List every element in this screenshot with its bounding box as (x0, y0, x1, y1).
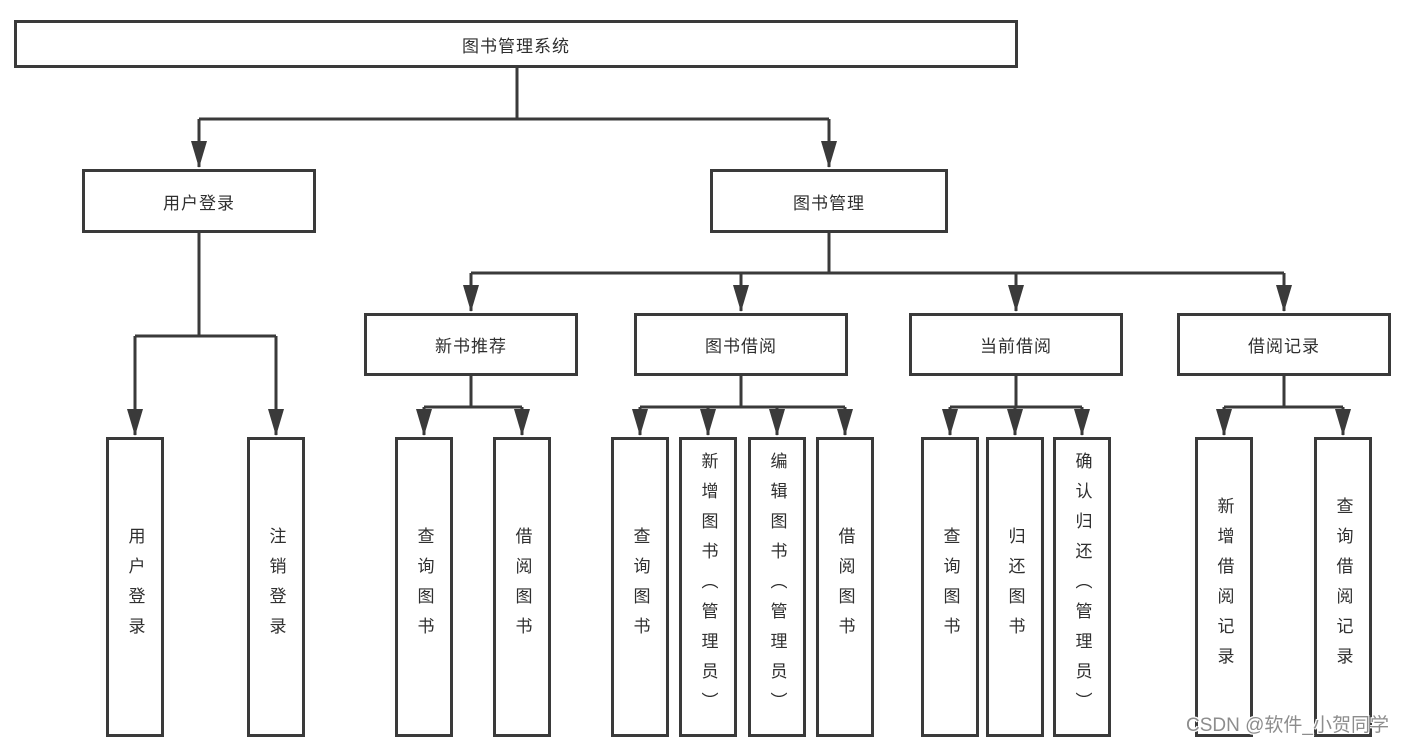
leaf-query-borrow-record: 查询借阅记录 (1314, 437, 1372, 737)
leaf-edit-book-admin-label: 编辑图书（管理员） (767, 452, 787, 722)
node-root: 图书管理系统 (14, 20, 1018, 68)
node-book-borrow: 图书借阅 (634, 313, 848, 376)
node-user-login-label: 用户登录 (163, 193, 235, 213)
node-book-management: 图书管理 (710, 169, 948, 233)
node-borrow-records-label: 借阅记录 (1248, 337, 1320, 356)
leaf-borrow-book-recommend-label: 借阅图书 (512, 527, 532, 647)
leaf-add-borrow-record: 新增借阅记录 (1195, 437, 1253, 737)
leaf-borrow-book-recommend: 借阅图书 (493, 437, 551, 737)
leaf-borrow-book-borrow: 借阅图书 (816, 437, 874, 737)
leaf-add-borrow-record-label: 新增借阅记录 (1214, 497, 1234, 677)
leaf-borrow-book-borrow-label: 借阅图书 (835, 527, 855, 647)
node-book-management-label: 图书管理 (793, 193, 865, 213)
leaf-query-book-recommend: 查询图书 (395, 437, 453, 737)
leaf-query-book-borrow: 查询图书 (611, 437, 669, 737)
leaf-query-book-borrow-label: 查询图书 (630, 527, 650, 647)
leaf-user-login: 用户登录 (106, 437, 164, 737)
leaf-add-book-admin-label: 新增图书（管理员） (698, 452, 718, 722)
node-new-book-recommend-label: 新书推荐 (435, 337, 507, 356)
leaf-user-login-label: 用户登录 (125, 527, 145, 647)
node-borrow-records: 借阅记录 (1177, 313, 1391, 376)
leaf-logout-login: 注销登录 (247, 437, 305, 737)
leaf-return-book: 归还图书 (986, 437, 1044, 737)
leaf-edit-book-admin: 编辑图书（管理员） (748, 437, 806, 737)
leaf-confirm-return-admin-label: 确认归还（管理员） (1072, 452, 1092, 722)
leaf-query-borrow-record-label: 查询借阅记录 (1333, 497, 1353, 677)
leaf-return-book-label: 归还图书 (1005, 527, 1025, 647)
node-current-borrow: 当前借阅 (909, 313, 1123, 376)
leaf-query-book-current: 查询图书 (921, 437, 979, 737)
watermark: CSDN @软件_小贺同学 (1186, 715, 1389, 736)
node-new-book-recommend: 新书推荐 (364, 313, 578, 376)
leaf-confirm-return-admin: 确认归还（管理员） (1053, 437, 1111, 737)
leaf-logout-login-label: 注销登录 (266, 527, 286, 647)
leaf-query-book-current-label: 查询图书 (940, 527, 960, 647)
node-user-login: 用户登录 (82, 169, 316, 233)
node-root-label: 图书管理系统 (462, 36, 570, 56)
node-book-borrow-label: 图书借阅 (705, 337, 777, 356)
leaf-add-book-admin: 新增图书（管理员） (679, 437, 737, 737)
node-current-borrow-label: 当前借阅 (980, 337, 1052, 356)
leaf-query-book-recommend-label: 查询图书 (414, 527, 434, 647)
